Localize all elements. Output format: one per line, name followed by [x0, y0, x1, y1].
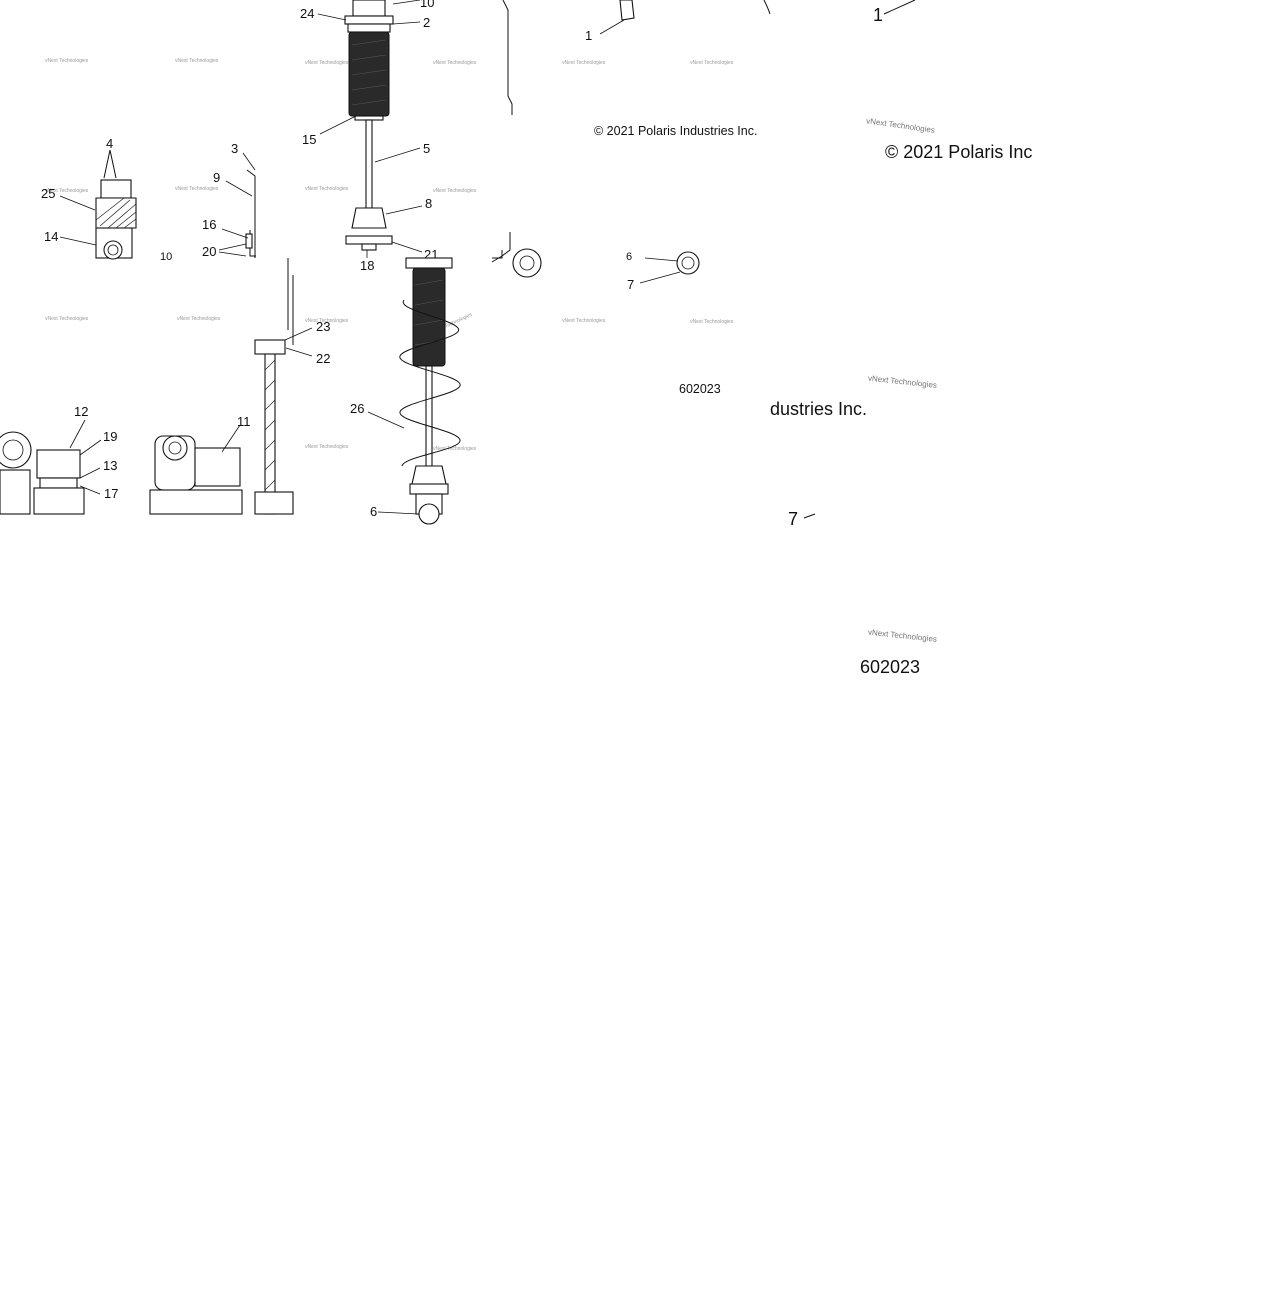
callout-24: 24	[300, 6, 314, 21]
watermark: vNext Technologies	[305, 444, 349, 450]
watermark: vNext Technologies	[690, 319, 734, 325]
callout-13: 13	[103, 458, 117, 473]
callout-7: 7	[627, 277, 634, 292]
callout-16: 16	[202, 217, 216, 232]
callout-10: 10	[420, 0, 434, 10]
callout-14: 14	[44, 229, 58, 244]
upper-right-fragment	[491, 0, 771, 284]
watermark: vNext Technologies	[45, 58, 89, 64]
callout-10: 10	[160, 251, 172, 263]
watermark: vNext Technologies	[175, 58, 219, 64]
watermark: vNext Technologies	[175, 186, 219, 192]
callout-2: 2	[423, 15, 430, 30]
watermark: vNext Technologies	[562, 318, 606, 324]
callout-7-large: 7	[788, 509, 798, 529]
callout-6: 6	[626, 251, 632, 263]
watermark: vNext Technologies	[562, 60, 606, 66]
callout-9: 9	[213, 170, 220, 185]
callout-26: 26	[350, 401, 364, 416]
watermark: vNext Technologies	[305, 318, 349, 324]
copyright-small: © 2021 Polaris Industries Inc.	[594, 124, 757, 138]
callout-11: 11	[237, 414, 251, 429]
watermark: vNext Technologies	[305, 60, 349, 66]
lower-left-assembly	[0, 258, 313, 515]
callout-1-large: 1	[873, 5, 883, 25]
callout-5: 5	[423, 141, 430, 156]
watermark: vNext Technologies	[433, 188, 477, 194]
copyright-large-tail: dustries Inc.	[770, 399, 867, 419]
callout-25: 25	[41, 186, 55, 201]
watermark: vNext Technologies	[177, 316, 221, 322]
bracket-assembly-left	[218, 152, 256, 258]
callout-6: 6	[370, 504, 377, 519]
callout-15: 15	[302, 132, 316, 147]
callout-12: 12	[74, 404, 88, 419]
drawing-number-large: 602023	[860, 657, 920, 677]
watermark: vNext Technologies	[868, 628, 938, 644]
callout-4: 4	[106, 136, 113, 151]
watermark: vNext Technologies	[305, 186, 349, 192]
watermark: vNext Technologies	[866, 116, 936, 135]
callout-17: 17	[104, 486, 118, 501]
watermark: vNext Technologies	[868, 374, 938, 390]
copyright-large: © 2021 Polaris Inc	[885, 142, 1032, 162]
callout-1: 1	[585, 28, 592, 43]
watermark: vNext Technologies	[690, 60, 734, 66]
lower-shock-with-spring	[367, 250, 503, 525]
drawing-number-small: 602023	[679, 382, 721, 396]
callout-22: 22	[316, 351, 330, 366]
callout-8: 8	[425, 196, 432, 211]
callout-3: 3	[231, 141, 238, 156]
callout-23: 23	[316, 319, 330, 334]
central-shock-body	[317, 0, 423, 258]
watermark: vNext Technologies	[433, 446, 477, 452]
callout-20: 20	[202, 244, 216, 259]
shock-top-left-assembly	[59, 149, 137, 260]
watermark: vNext Technologies	[433, 60, 477, 66]
watermark: vNext Technologies	[45, 188, 89, 194]
callout-18: 18	[360, 258, 374, 273]
enlarged-fragment-right: vNext Technologies vNext Technologies vN…	[803, 0, 938, 644]
watermark: vNext Technologies	[45, 316, 89, 322]
callout-19: 19	[103, 429, 117, 444]
